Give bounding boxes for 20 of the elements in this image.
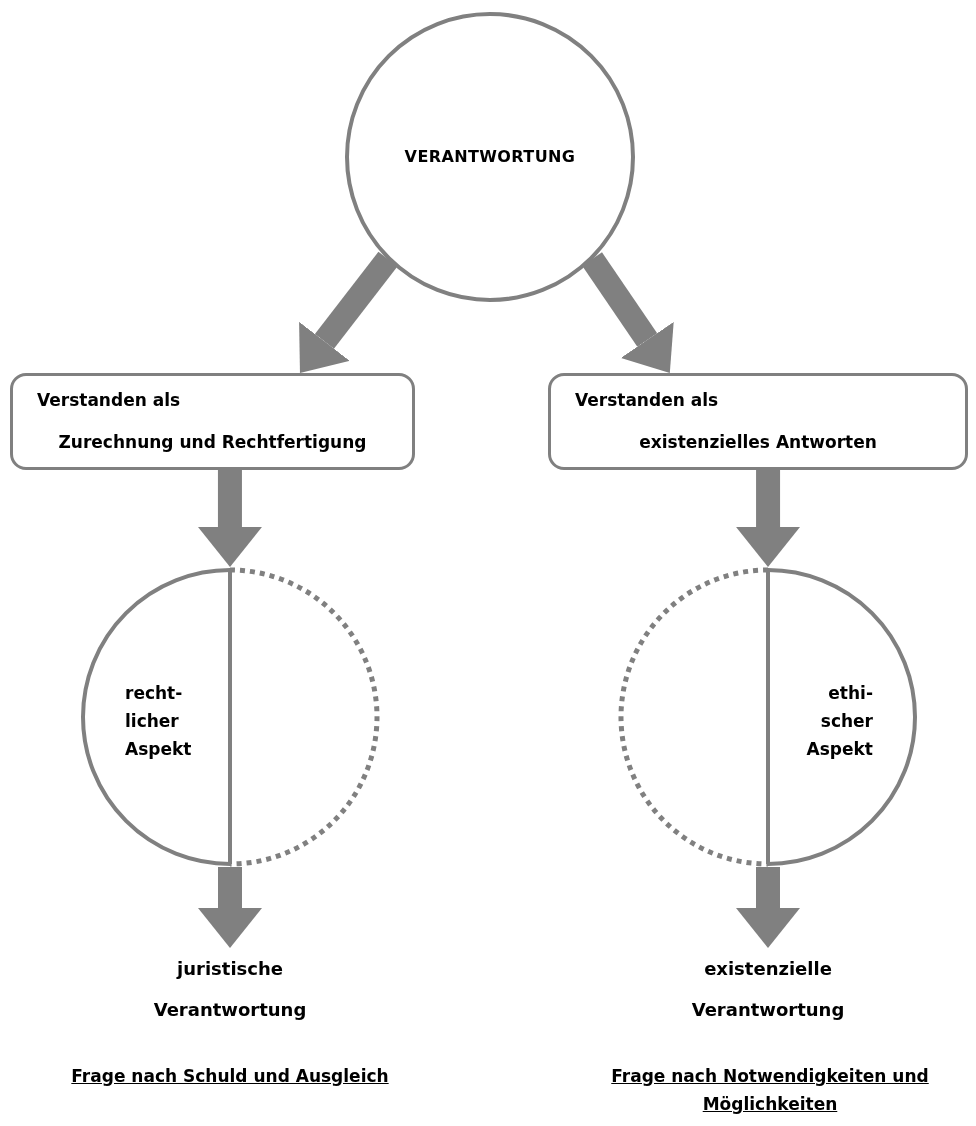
process-box (10, 373, 415, 470)
block-arrow (736, 867, 800, 948)
aspect-label: ethi- scher Aspekt (805, 682, 873, 761)
block-arrow (299, 251, 398, 373)
block-arrow (198, 867, 262, 948)
underlined-note: Frage nach Notwendigkeiten und Möglichkeiten (610, 1065, 930, 1116)
box-text: Verstanden als (575, 389, 719, 412)
split-circle (618, 567, 918, 867)
block-arrow (582, 252, 674, 373)
process-box (548, 373, 968, 470)
box-text: existenzielles Antworten (639, 430, 877, 454)
box-text: Zurechnung und Rechtfertigung (58, 430, 367, 454)
result-text: juristische Verantwortung (152, 957, 308, 1022)
block-arrow (197, 470, 262, 567)
aspect-label: recht- licher Aspekt (125, 682, 193, 761)
result-text: existenzielle Verantwortung (690, 957, 846, 1022)
box-text: Verstanden als (37, 389, 181, 412)
underlined-note: Frage nach Schuld und Ausgleich (70, 1065, 390, 1088)
split-circle (80, 567, 380, 867)
node-title: VERANTWORTUNG (404, 146, 576, 168)
